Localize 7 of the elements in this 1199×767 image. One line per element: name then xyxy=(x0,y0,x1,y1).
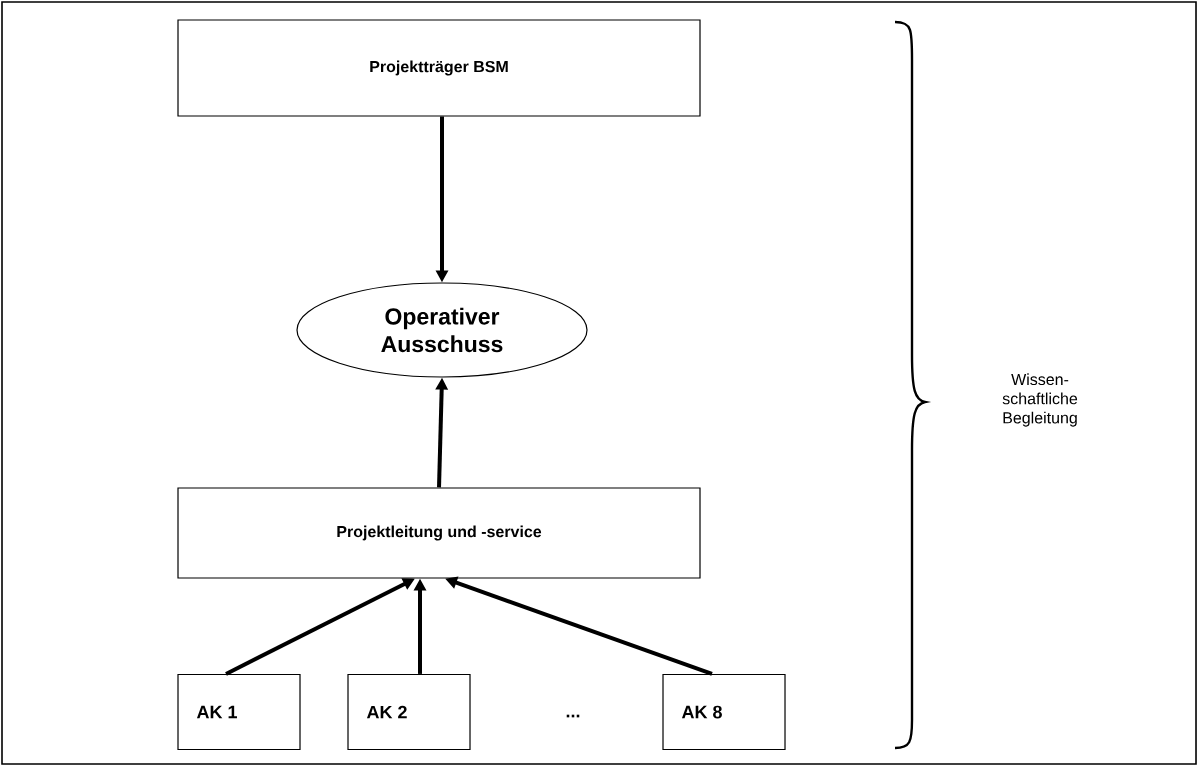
bracket-label: Wissen- schaftliche Begleitung xyxy=(1002,373,1078,427)
process-box: AK 1 xyxy=(177,673,301,751)
ellipsis: ... xyxy=(566,714,580,718)
process-box: AK 2 xyxy=(347,673,471,751)
process-box: Projektträger BSM xyxy=(177,19,701,117)
process-box: Projektleitung und -service xyxy=(177,487,701,579)
process-box: AK 8 xyxy=(662,673,786,751)
